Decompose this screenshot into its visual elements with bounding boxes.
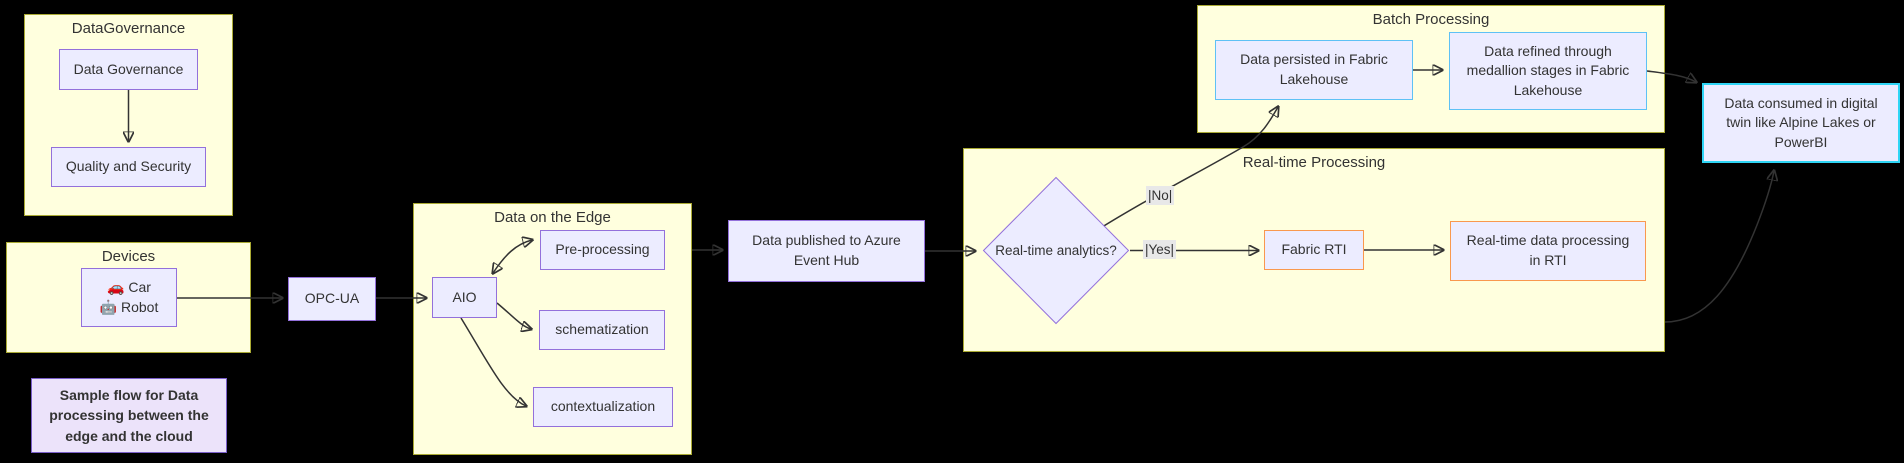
edge-label-yes: |Yes| — [1143, 240, 1177, 259]
cluster-real-time-processing-title: Real-time Processing — [1242, 154, 1386, 171]
node-real-time-analytics-decision: Real-time analytics? — [982, 176, 1130, 325]
edge-label-no: |No| — [1146, 186, 1175, 205]
node-schematization-label: schematization — [555, 321, 649, 338]
car-icon-label: 🚗 Car — [107, 278, 151, 295]
node-event-hub: Data published to Azure Event Hub — [728, 220, 925, 282]
cluster-data-on-the-edge-title: Data on the Edge — [494, 209, 611, 226]
node-opc-ua-label: OPC-UA — [304, 290, 360, 307]
node-event-hub-line2: Event Hub — [793, 252, 860, 268]
note-line3: edge and the cloud — [65, 427, 193, 444]
node-rti-processing: Real-time data processing in RTI — [1450, 221, 1646, 281]
node-quality-and-security: Quality and Security — [51, 147, 206, 187]
node-data-consumed-line3: PowerBI — [1774, 133, 1828, 150]
node-data-consumed-line1: Data consumed in digital — [1724, 94, 1878, 111]
node-aio-label: AIO — [452, 288, 477, 305]
node-aio: AIO — [432, 277, 497, 318]
node-rti-processing-line2: in RTI — [1529, 252, 1567, 268]
diamond-shape — [982, 176, 1130, 325]
node-car-robot: 🚗 Car 🤖 Robot — [81, 268, 177, 327]
node-rti-processing-line1: Real-time data processing — [1466, 232, 1630, 249]
node-data-refined-line1: Data refined through — [1484, 42, 1612, 59]
node-data-consumed-line2: twin like Alpine Lakes or — [1726, 114, 1876, 131]
node-data-governance: Data Governance — [59, 49, 198, 90]
node-data-refined: Data refined through medallion stages in… — [1449, 32, 1647, 110]
edge-rtiprocessing-to-consumed — [1664, 171, 1774, 323]
node-quality-and-security-label: Quality and Security — [65, 158, 192, 175]
cluster-data-governance-title: DataGovernance — [71, 20, 186, 37]
node-fabric-rti-label: Fabric RTI — [1281, 241, 1347, 258]
cluster-batch-processing-title: Batch Processing — [1372, 11, 1490, 28]
node-opc-ua: OPC-UA — [288, 277, 376, 321]
node-contextualization-label: contextualization — [550, 398, 656, 415]
node-pre-processing-label: Pre-processing — [555, 241, 650, 258]
note-line2: processing between the — [49, 407, 209, 424]
node-schematization: schematization — [539, 310, 665, 350]
node-data-governance-label: Data Governance — [73, 60, 184, 77]
node-pre-processing: Pre-processing — [540, 230, 665, 270]
node-data-refined-line3: Lakehouse — [1513, 81, 1583, 98]
node-event-hub-line1: Data published to Azure — [752, 232, 901, 249]
node-data-refined-line2: medallion stages in Fabric — [1466, 62, 1630, 79]
robot-icon-label: 🤖 Robot — [99, 298, 159, 315]
node-data-persisted-line2: Lakehouse — [1279, 71, 1349, 87]
node-data-persisted: Data persisted in Fabric Lakehouse — [1215, 40, 1413, 100]
note-line1: Sample flow for Data — [59, 387, 199, 404]
node-data-consumed: Data consumed in digital twin like Alpin… — [1702, 83, 1900, 163]
node-real-time-analytics-label: Real-time analytics? — [995, 243, 1117, 258]
cluster-devices-title: Devices — [101, 248, 156, 265]
node-data-persisted-line1: Data persisted in Fabric — [1240, 51, 1388, 68]
note-sample-flow: Sample flow for Data processing between … — [31, 378, 227, 453]
node-contextualization: contextualization — [533, 387, 673, 427]
node-fabric-rti: Fabric RTI — [1264, 230, 1364, 270]
